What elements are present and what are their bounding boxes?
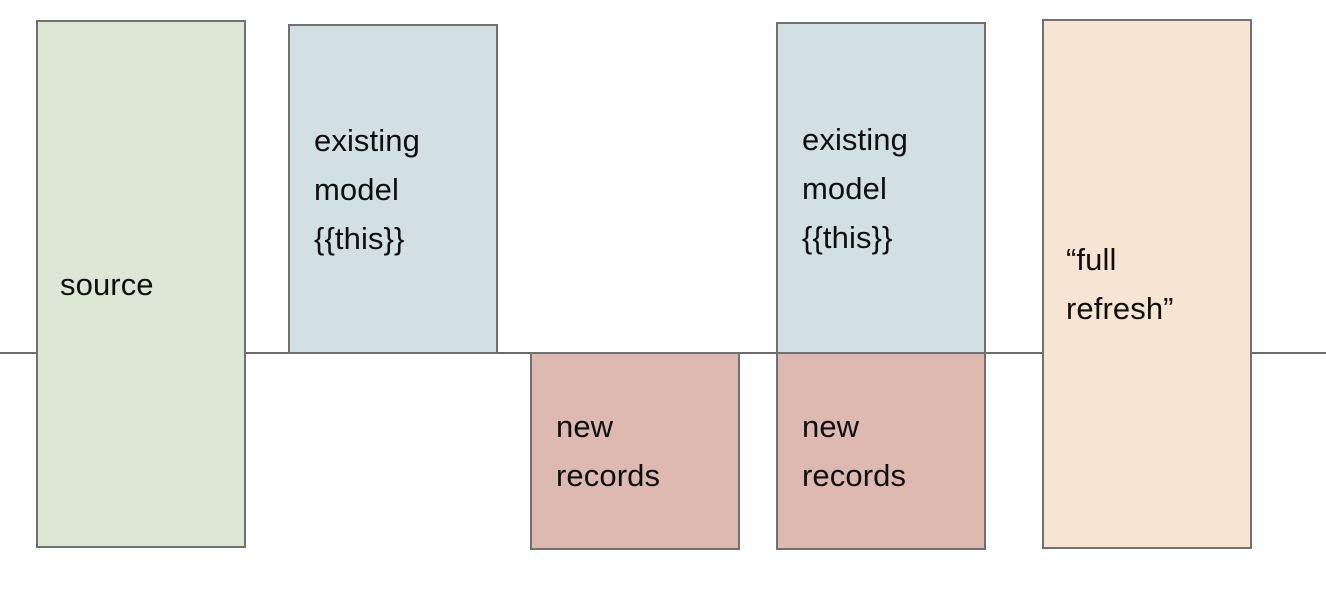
box-new-records-2-label: new records <box>802 409 907 493</box>
box-existing-model-1[interactable]: existing model {{this}} <box>288 24 498 354</box>
box-new-records-1-label: new records <box>556 409 661 493</box>
box-new-records-2[interactable]: new records <box>776 352 986 550</box>
box-existing-model-1-label: existing model {{this}} <box>314 122 420 256</box>
box-new-records-1[interactable]: new records <box>530 352 740 550</box>
box-source-label: source <box>60 266 154 302</box>
box-existing-model-2-label: existing model {{this}} <box>802 121 908 255</box>
box-existing-model-2[interactable]: existing model {{this}} <box>776 22 986 354</box>
box-source[interactable]: source <box>36 20 246 548</box>
box-full-refresh[interactable]: “full refresh” <box>1042 19 1252 549</box>
box-full-refresh-label: “full refresh” <box>1066 242 1174 326</box>
